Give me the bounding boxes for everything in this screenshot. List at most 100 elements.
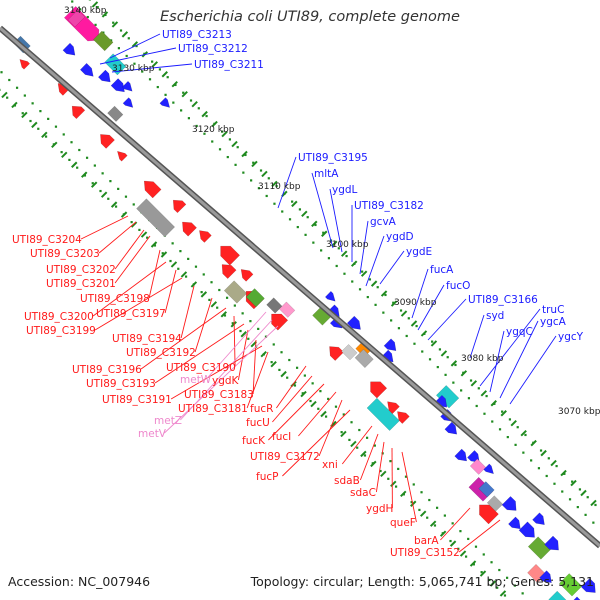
tick-mark [360,270,368,277]
tick-mark [260,350,267,358]
tick-dot [459,530,462,533]
tick-dot [428,358,432,361]
reverse-gene-label: barA [414,535,439,547]
leader-line [80,215,129,240]
tick-dot [467,397,471,400]
tick-mark [11,101,18,109]
tick-dot [78,148,81,152]
tick-mark [271,180,278,188]
leader-line [311,172,334,249]
tick-dot [415,324,418,328]
reverse-gene-label: UTI89_C3194 [112,333,182,345]
position-label: 3120 kbp [192,125,235,135]
tick-dot [428,498,431,502]
leader-line [237,329,249,381]
reverse-gene-label: ygdK [212,375,240,387]
tick-dot [242,171,245,174]
gene-feature [71,105,86,120]
tick-dot [21,112,24,115]
reverse-gene-label: UTI89_C3190 [166,362,236,374]
leader-line [401,451,417,523]
tick-dot [195,124,198,128]
tick-dot [351,280,354,283]
tick-dot [317,407,320,410]
tick-dot [296,225,299,229]
tick-dot [451,522,454,525]
tick-dot [281,210,284,213]
leader-line [276,365,307,409]
reverse-gene-label: UTI89_C3183 [184,389,254,401]
gene-feature [92,30,114,52]
leader-line [180,285,195,339]
tick-dot [102,31,105,34]
tick-dot [286,376,289,379]
tick-dot [218,148,222,151]
tick-dot [345,254,348,258]
tick-dot [350,421,353,424]
tick-dot [477,387,480,390]
tick-dot [521,592,524,595]
tick-mark [570,479,577,487]
tick-mark [131,41,139,48]
gene-feature [182,221,197,237]
tick-dot [319,390,322,393]
tick-mark [419,510,427,517]
tick-mark [450,360,458,367]
tick-dot [433,524,437,527]
tick-mark [370,280,378,287]
leader-line [114,235,151,284]
tick-mark [280,370,287,378]
leader-line [140,307,227,370]
leader-line [489,330,505,393]
tick-dot [342,413,345,416]
gene-feature [245,288,265,308]
tick-dot [491,420,494,423]
tick-dot [202,273,205,276]
leader-line [94,277,183,331]
tick-dot [485,394,488,398]
tick-dot [384,293,387,297]
tick-dot [578,488,582,491]
gene-feature [143,180,162,199]
tick-dot [576,505,579,509]
tick-mark [590,499,597,507]
tick-mark [470,380,478,387]
leader-line [411,268,429,319]
gene-feature [104,53,127,76]
leader-line [154,323,245,384]
tick-mark [201,110,208,118]
tick-dot [530,459,533,462]
tick-dot [438,348,442,351]
tick-mark [181,90,188,98]
forward-gene-label: UTI89_C3195 [298,152,368,164]
tick-dot [446,356,449,359]
tick-dot [114,205,118,208]
tick-dot [312,241,315,244]
gene-feature [159,97,171,108]
tick-dot [337,247,340,250]
tick-dot [174,83,177,87]
reverse-gene-label: UTI89_C3202 [46,264,116,276]
tick-mark [489,580,497,587]
tick-dot [226,155,229,159]
reverse-gene-label: fucK [242,435,266,447]
leader-line [246,351,269,409]
tick-dot [506,435,509,439]
tick-mark [320,410,327,418]
tick-dot [379,469,382,473]
tick-dot [234,163,237,166]
leader-line [427,298,467,341]
tick-mark [540,449,547,457]
gene-feature [172,199,187,214]
tick-dot [358,288,362,291]
tick-dot [211,140,214,143]
tick-dot [135,44,138,48]
tick-dot [452,381,455,384]
tick-dot [568,498,572,501]
leader-line [148,249,161,299]
gene-feature [397,411,410,424]
tick-mark [110,201,118,208]
tick-dot [412,483,415,486]
